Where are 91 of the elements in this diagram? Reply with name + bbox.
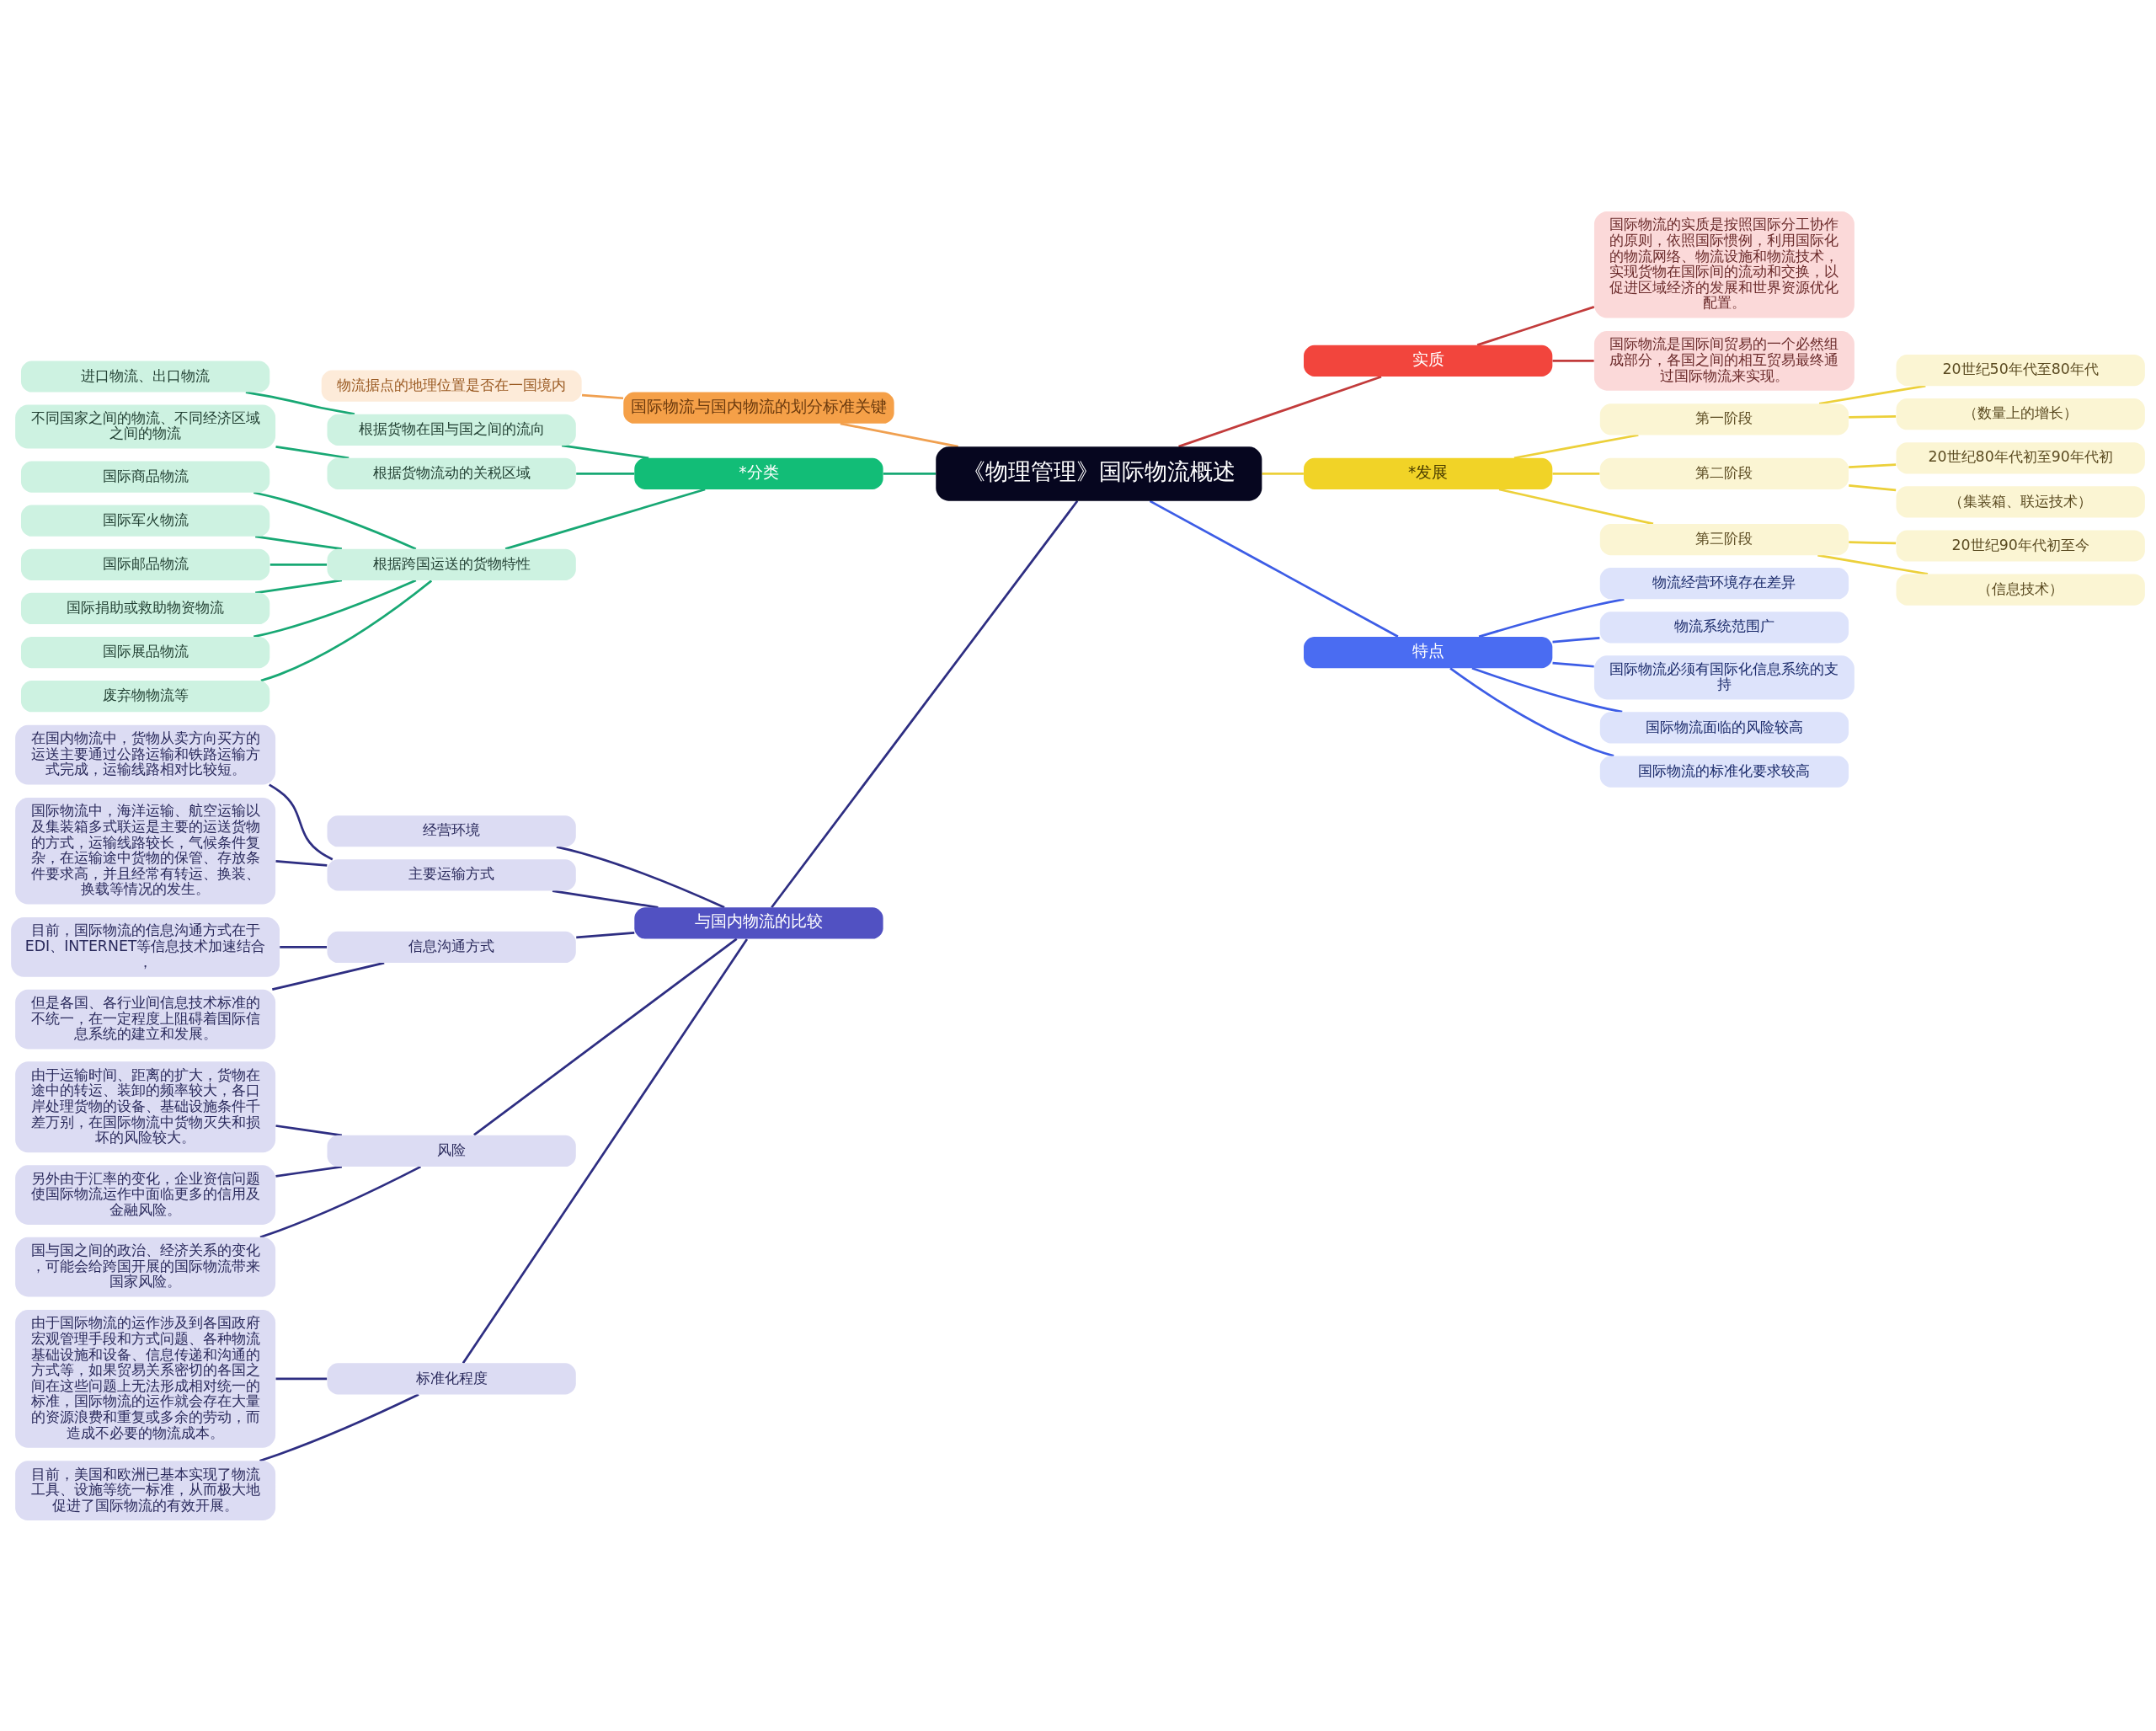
node-box: 国际邮品物流 xyxy=(20,548,270,580)
node-box: 国际物流面临的风险较高 xyxy=(1599,711,1849,743)
connector xyxy=(504,488,706,550)
connector xyxy=(280,945,328,948)
node-box: （数量上的增长） xyxy=(1896,398,2145,430)
node-box: 目前，国际物流的信息沟通方式在于EDI、INTERNET等信息技术加速结合， xyxy=(11,916,280,977)
connector xyxy=(1449,666,1614,757)
connector xyxy=(1817,553,1929,575)
node-box: 国际商品物流 xyxy=(20,461,270,493)
connector xyxy=(1178,375,1382,447)
node-box: 物流据点的地理位置是否在一国境内 xyxy=(321,370,582,402)
node-box: 特点 xyxy=(1304,636,1553,668)
node-box: 《物理管理》国际物流概述 xyxy=(936,446,1262,501)
node-box: *发展 xyxy=(1304,457,1553,489)
node-box: 进口物流、出口物流 xyxy=(20,360,270,393)
connector xyxy=(1849,414,1897,419)
connector xyxy=(275,1377,328,1380)
connector xyxy=(1476,305,1595,346)
connector xyxy=(552,889,659,909)
connector xyxy=(255,535,343,550)
connector xyxy=(1849,540,1897,544)
node-box: 目前，美国和欧洲已基本实现了物流工具、设施等统一标准，从而极大地促进了国际物流的有效开展。 xyxy=(15,1460,276,1520)
connector xyxy=(1849,484,1897,491)
node-box: 根据货物流动的关税区域 xyxy=(327,457,576,489)
node-box: 国际展品物流 xyxy=(20,636,270,668)
node-box: 第二阶段 xyxy=(1599,457,1849,489)
node-box: 第三阶段 xyxy=(1599,523,1849,555)
connector xyxy=(1552,636,1600,643)
connector xyxy=(840,422,958,447)
connector xyxy=(883,472,937,475)
node-box: （信息技术） xyxy=(1896,574,2145,606)
node-box: 国际物流的标准化要求较高 xyxy=(1599,755,1849,788)
node-box: 但是各国、各行业间信息技术标准的不统一，在一定程度上阻碍着国际信息系统的建立和发展。 xyxy=(15,989,276,1049)
connector xyxy=(253,490,417,550)
node-box: 20世纪90年代初至今 xyxy=(1896,529,2145,562)
connector xyxy=(259,1165,421,1238)
connector xyxy=(556,845,725,908)
connector xyxy=(581,393,624,399)
connector xyxy=(253,579,417,638)
node-box: 国际物流是国际间贸易的一个必然组成部分，各国之间的相互贸易最终通过国际物流来实现。 xyxy=(1593,330,1854,391)
connector xyxy=(260,579,433,681)
connector xyxy=(1471,666,1623,713)
node-box: 国际捐助或救助物资物流 xyxy=(20,592,270,624)
node-box: 20世纪80年代初至90年代初 xyxy=(1896,441,2145,473)
connector xyxy=(275,859,328,867)
connector xyxy=(270,563,328,566)
connector xyxy=(1552,472,1600,475)
node-box: 与国内物流的比较 xyxy=(634,906,883,939)
node-box: 国际物流与国内物流的划分标准关键 xyxy=(623,392,894,424)
connector xyxy=(1552,359,1594,362)
connector xyxy=(576,472,635,475)
connector xyxy=(462,938,749,1364)
node-box: 由于运输时间、距离的扩大，货物在途中的转运、装卸的频率较大，各口岸处理货物的设备、基础设施条件千差万别，在国际物流中货物灭失和损坏的风险较大。 xyxy=(15,1061,276,1152)
connector xyxy=(1478,597,1625,638)
connector xyxy=(275,1165,343,1178)
node-box: 物流经营环境存在差异 xyxy=(1599,567,1849,599)
node-box: （集装箱、联运技术） xyxy=(1896,485,2145,517)
node-box: 国际物流中，海洋运输、航空运输以及集装箱多式联运是主要的运送货物的方式，运输线路较长，气候条件复杂，在运输途中货物的保管、存放条件要求高，并且经常有转运、换装、换载等情况的发生。 xyxy=(15,797,276,905)
connector xyxy=(1849,462,1897,468)
connector xyxy=(576,931,635,938)
connector xyxy=(1498,488,1654,525)
connector xyxy=(269,783,334,860)
node-box: 风险 xyxy=(327,1135,576,1167)
node-box: 另外由于汇率的变化，企业资信问题使国际物流运作中面临更多的信用及金融风险。 xyxy=(15,1164,276,1225)
connector xyxy=(1513,433,1639,459)
node-box: 国际物流必须有国际化信息系统的支持 xyxy=(1593,654,1854,699)
node-box: 不同国家之间的物流、不同经济区域之间的物流 xyxy=(15,404,276,449)
node-box: 实质 xyxy=(1304,345,1553,377)
node-box: 国际物流的实质是按照国际分工协作的原则，依照国际惯例，利用国际化的物流网络、物流设施和物流技术，实现货物在国际间的流动和交换，以促进区域经济的发展和世界资源优化配置。 xyxy=(1593,211,1854,318)
node-box: 由于国际物流的运作涉及到各国政府宏观管理手段和方式问题、各种物流基础设施和设备、信息传递和沟通的方式等，如果贸易关系密切的各国之间在这些问题上无法形成相对统一的标准，国际物流的运作就会存在大量的资源浪费和重复或多余的劳动，而造成不必要的物流成本。 xyxy=(15,1309,276,1448)
node-box: *分类 xyxy=(634,457,883,489)
node-box: 国与国之间的政治、经济关系的变化，可能会给跨国开展的国际物流带来国家风险。 xyxy=(15,1237,276,1296)
node-box: 国际军火物流 xyxy=(20,505,270,537)
node-box: 标准化程度 xyxy=(327,1362,576,1394)
node-box: 第一阶段 xyxy=(1599,403,1849,435)
connector xyxy=(1149,500,1399,638)
node-box: 主要运输方式 xyxy=(327,858,576,890)
node-box: 根据跨国运送的货物特性 xyxy=(327,548,576,580)
connector xyxy=(245,390,355,415)
connector xyxy=(1818,384,1926,405)
connector xyxy=(1552,661,1594,668)
node-box: 信息沟通方式 xyxy=(327,931,576,963)
connector xyxy=(771,500,1079,908)
node-box: 废弃物物流等 xyxy=(20,680,270,712)
connector xyxy=(1262,472,1304,475)
node-box: 经营环境 xyxy=(327,815,576,847)
node-box: 20世纪50年代至80年代 xyxy=(1896,354,2145,386)
connector xyxy=(272,961,385,991)
node-box: 根据货物在国与国之间的流向 xyxy=(327,414,576,446)
node-box: 物流系统范围广 xyxy=(1599,611,1849,643)
node-box: 在国内物流中，货物从卖方向买方的运送主要通过公路运输和铁路运输方式完成，运输线路相对比较短。 xyxy=(15,724,276,785)
